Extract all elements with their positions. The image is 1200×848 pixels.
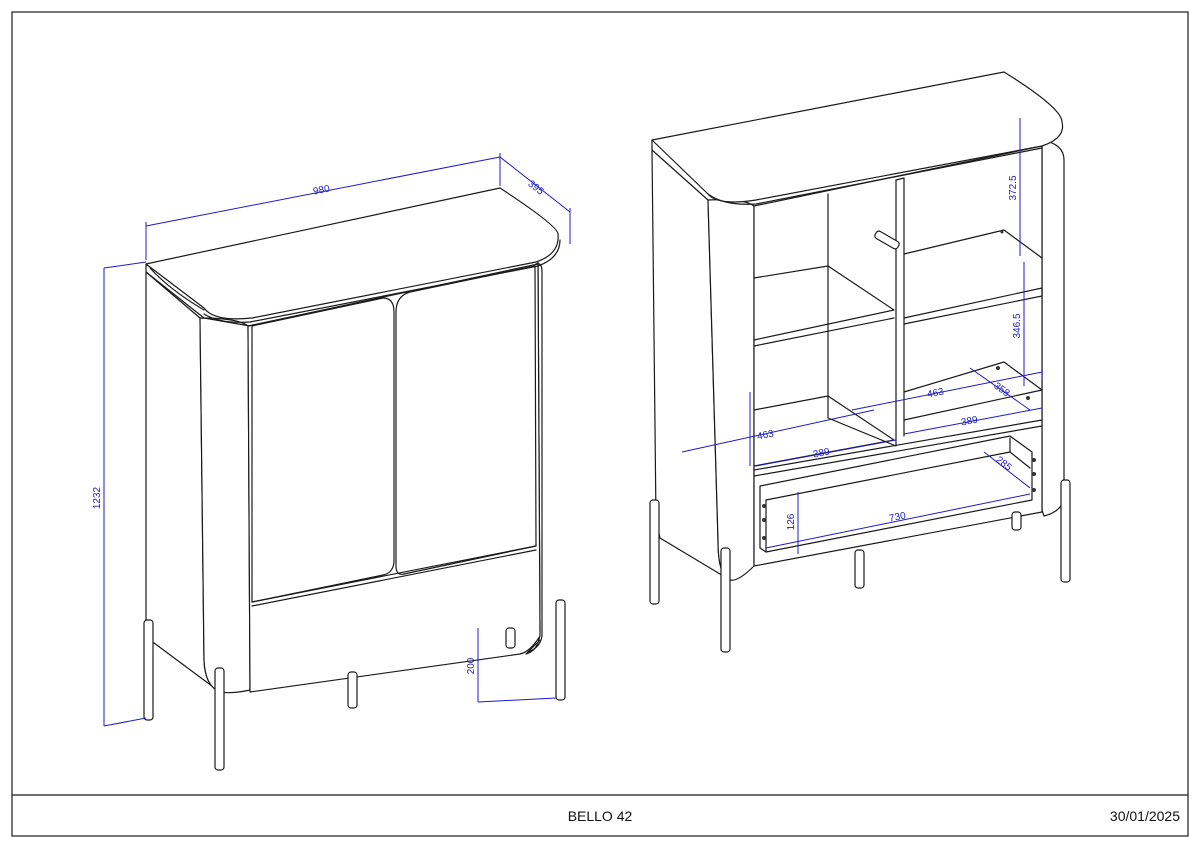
dim-drawer-height: 126 [786,513,797,530]
open-cabinet-view [649,71,1071,653]
model-name: BELLO 42 [568,808,633,824]
dim-height: 1232 [92,486,103,509]
dim-leg-height: 200 [466,657,477,674]
closed-cabinet-view [143,187,566,771]
dim-shelf-width-right: 389 [960,414,979,428]
dim-width: 980 [312,183,331,197]
dim-shelf-upper-height: 372.5 [1008,175,1019,200]
dim-inner-width-left: 463 [756,428,775,442]
dim-drawer-width: 730 [888,510,907,524]
dim-shelf-width-left: 389 [812,446,831,460]
dim-depth: 395 [526,179,546,198]
drawing-date: 30/01/2025 [1110,808,1180,824]
drawing-frame [11,11,1189,837]
dim-shelf-lower-height: 346.5 [1012,313,1023,338]
dim-inner-width-right: 463 [926,386,945,400]
